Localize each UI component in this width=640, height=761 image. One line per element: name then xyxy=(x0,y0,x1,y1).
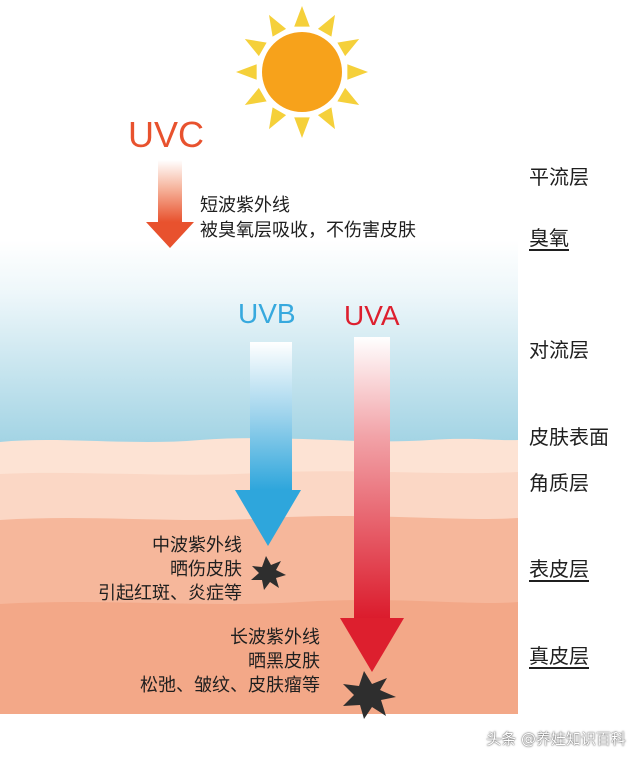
sun-ray xyxy=(294,117,310,138)
sun-ray xyxy=(269,14,287,37)
uvb-description-line-1: 中波紫外线 xyxy=(152,535,242,556)
uvc-description-line-1: 短波紫外线 xyxy=(200,195,290,216)
sun-ray xyxy=(269,107,287,130)
sun-ray xyxy=(317,107,335,130)
layer-label-troposphere: 对流层 xyxy=(529,338,589,362)
sun-ray xyxy=(294,6,310,27)
layer-label-stratosphere: 平流层 xyxy=(529,165,589,189)
sun-icon xyxy=(236,6,368,138)
sun-disc xyxy=(262,32,342,112)
uvb-description-line-2: 晒伤皮肤 xyxy=(170,559,242,580)
uvc-label: UVC xyxy=(128,114,205,155)
burst-icon xyxy=(251,556,286,590)
uva-description-line-1: 长波紫外线 xyxy=(230,627,320,648)
uvc-description-line-2: 被臭氧层吸收，不伤害皮肤 xyxy=(200,220,416,241)
sun-ray xyxy=(317,14,335,37)
layer-label-ozone: 臭氧 xyxy=(529,226,569,250)
watermark: 头条 @养娃知识百科 xyxy=(486,730,626,748)
sun-ray xyxy=(337,87,360,105)
uvb-label: UVB xyxy=(238,298,296,329)
layer-label-epidermis: 表皮层 xyxy=(529,557,589,581)
layer-label-stratum-corneum: 角质层 xyxy=(529,471,589,495)
sun-ray xyxy=(244,39,267,57)
burst-icon xyxy=(343,671,396,719)
sun-ray xyxy=(337,39,360,57)
sun-ray xyxy=(236,64,257,80)
uva-arrow xyxy=(340,337,404,672)
uvb-description-line-3: 引起红斑、炎症等 xyxy=(98,583,242,604)
sun-rays xyxy=(236,6,368,138)
uvb-arrow xyxy=(235,342,301,546)
sun-ray xyxy=(347,64,368,80)
uva-description-line-2: 晒黑皮肤 xyxy=(248,651,320,672)
uva-label: UVA xyxy=(344,300,400,331)
layer-label-dermis: 真皮层 xyxy=(529,644,589,668)
sun-ray xyxy=(244,87,267,105)
layer-label-skin-surface: 皮肤表面 xyxy=(529,425,609,449)
uvc-arrow xyxy=(146,160,194,248)
uva-description-line-3: 松弛、皱纹、皮肤瘤等 xyxy=(140,675,320,696)
